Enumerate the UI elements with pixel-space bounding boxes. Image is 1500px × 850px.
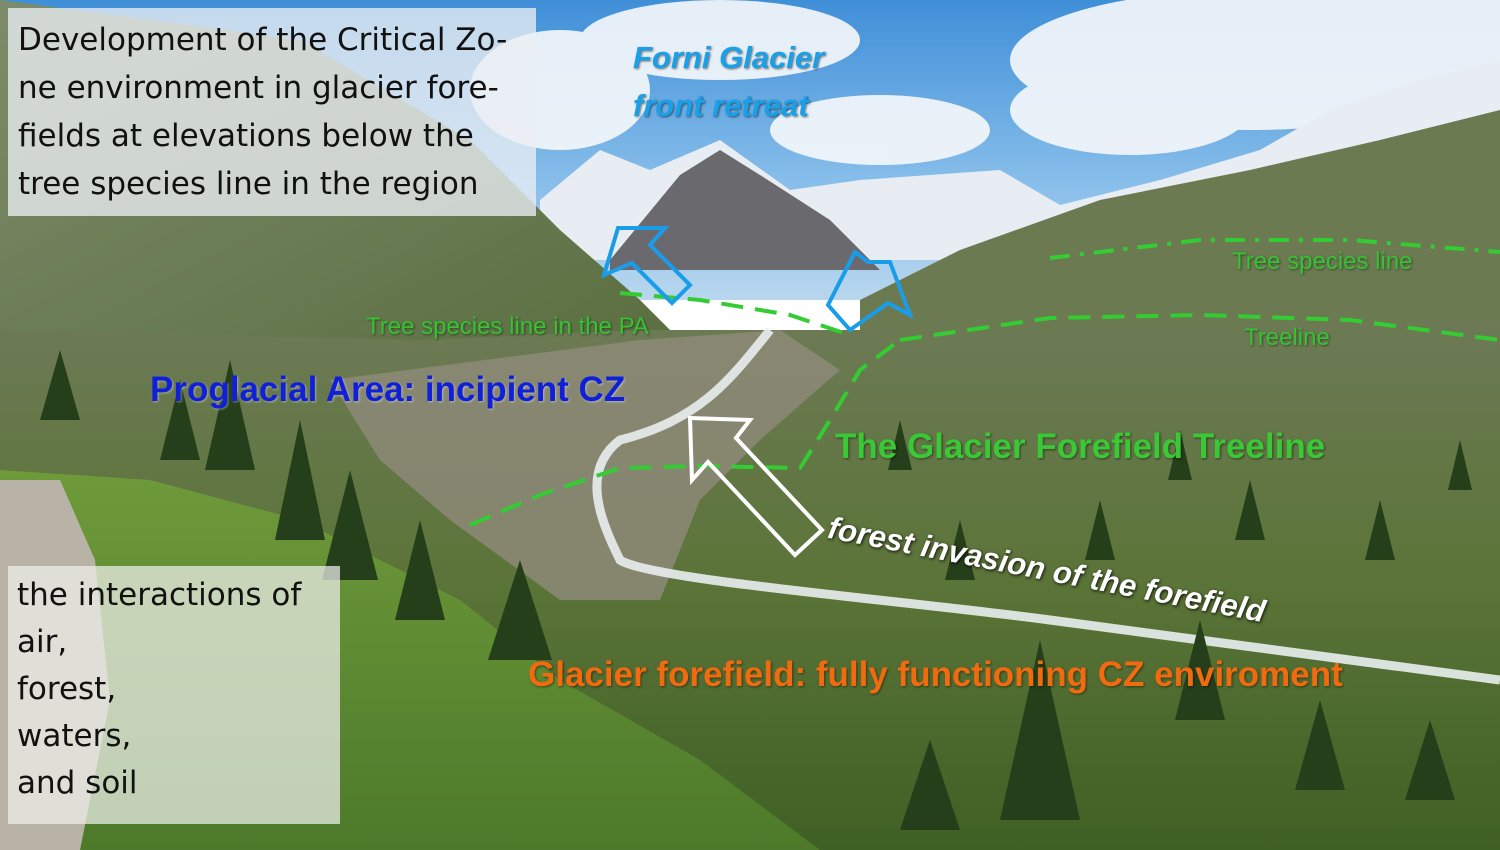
glacier-forefield-full-label: Glacier forefield: fully functioning CZ … bbox=[528, 655, 1343, 694]
tree-species-line-pa bbox=[619, 291, 851, 337]
conifer-trees bbox=[40, 350, 1472, 830]
proglacial-area-label: Proglacial Area: incipient CZ bbox=[150, 370, 626, 409]
title-text: Development of the Critical Zo-ne enviro… bbox=[18, 22, 508, 202]
white-arrow-icon bbox=[687, 415, 825, 558]
interactions-text: the interactions of air, forest, waters,… bbox=[17, 577, 302, 801]
glacier-forefield-treeline-label: The Glacier Forefield Treeline bbox=[835, 427, 1326, 466]
tree-species-line bbox=[1049, 238, 1500, 260]
river bbox=[592, 327, 1500, 685]
blue-arrow-icon bbox=[600, 226, 914, 333]
treeline-label: Treeline bbox=[1244, 324, 1330, 351]
central-peak bbox=[610, 150, 880, 270]
glacier-retreat-label: Forni Glacier front retreat bbox=[633, 40, 825, 123]
interactions-box bbox=[8, 566, 340, 824]
tree-species-line-pa-label: Tree species line in the PA bbox=[366, 313, 649, 340]
forefield-treeline-line bbox=[469, 338, 902, 527]
dashed-lines bbox=[469, 238, 1500, 527]
tree-species-line-label: Tree species line bbox=[1232, 248, 1413, 275]
title-box bbox=[8, 8, 536, 216]
